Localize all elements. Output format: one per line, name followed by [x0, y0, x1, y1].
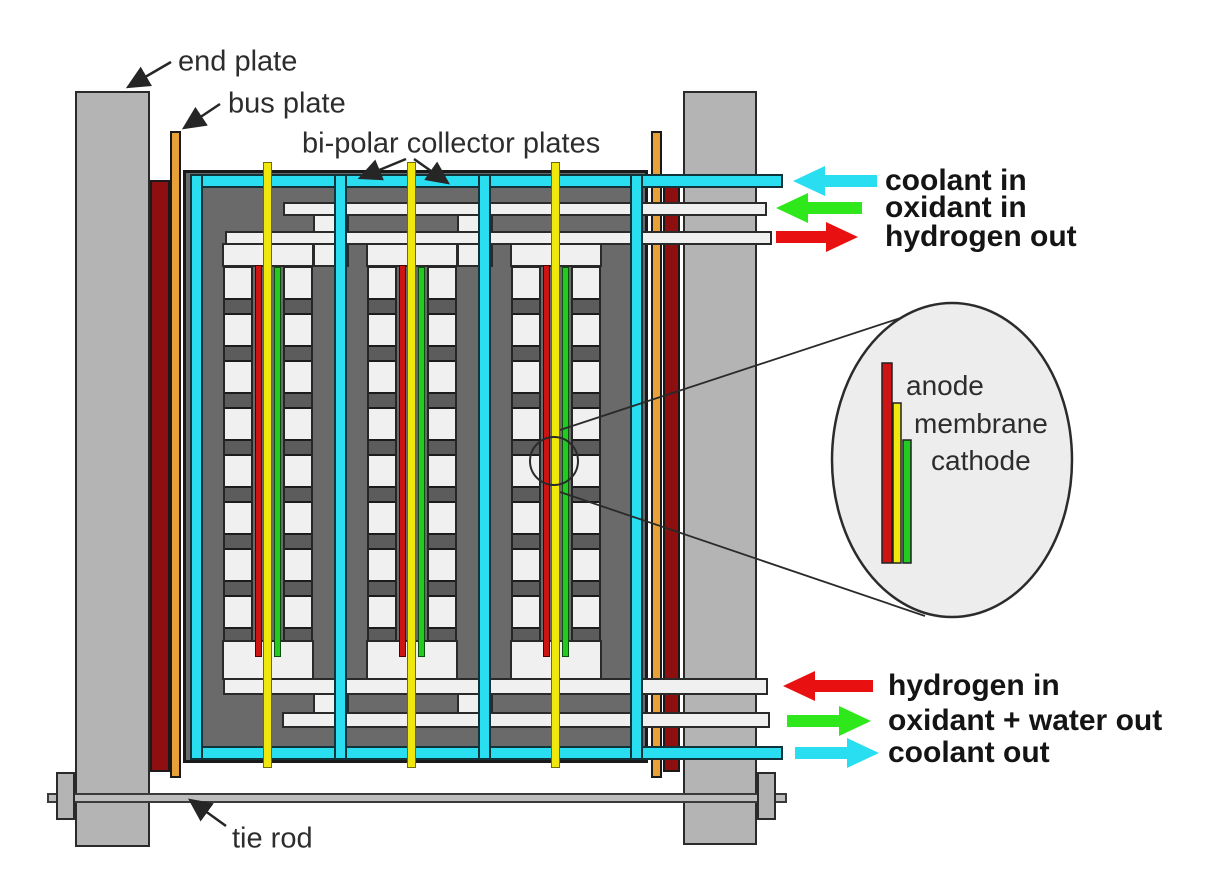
anode-label: anode	[906, 370, 984, 401]
hydrogen-manifold-bottom	[223, 678, 768, 695]
oxidant-in-label: oxidant in	[885, 191, 1027, 224]
tie-rod-label: tie rod	[232, 822, 313, 855]
oxidant-water-out-arrow	[787, 706, 871, 736]
left-end-plate	[75, 91, 150, 847]
end-plate-label: end plate	[178, 45, 298, 78]
gas-flow-channel	[511, 266, 541, 642]
bus-plate-pointer	[181, 102, 221, 130]
bipolar-plates-label: bi-polar collector plates	[302, 127, 601, 160]
coolant-channel-left	[190, 174, 203, 760]
tie-rod-nut-right	[757, 772, 776, 820]
membrane-strip	[551, 162, 560, 768]
tie-rod	[47, 793, 787, 803]
membrane-label: membrane	[914, 408, 1048, 439]
left-insulation-plate	[150, 180, 170, 772]
coolant-channel-right	[630, 174, 643, 760]
membrane-strip	[407, 162, 416, 768]
gas-flow-channel	[367, 266, 397, 642]
anode-strip	[399, 265, 406, 657]
coolant-channel-mid-2	[478, 174, 491, 760]
coolant-out-arrow	[795, 738, 879, 768]
gas-flow-channel	[571, 266, 601, 642]
oxidant-manifold-bottom	[282, 712, 770, 728]
coolant-in-arrow	[793, 166, 877, 196]
hydrogen-out-arrow	[776, 222, 858, 252]
magnifier-membrane-bar	[892, 402, 902, 564]
magnifier-cathode-bar	[902, 439, 912, 564]
membrane-strip	[263, 162, 272, 768]
gas-flow-channel	[283, 266, 313, 642]
cathode-strip	[418, 267, 425, 657]
magnifier-anode-bar	[881, 362, 893, 564]
hydrogen-in-label: hydrogen in	[888, 669, 1060, 702]
cathode-label: cathode	[931, 445, 1031, 476]
hydrogen-in-arrow	[783, 671, 873, 701]
anode-strip	[543, 265, 550, 657]
cathode-strip	[274, 267, 281, 657]
cathode-strip	[562, 267, 569, 657]
coolant-out-label: coolant out	[888, 736, 1050, 769]
hydrogen-out-label: hydrogen out	[885, 220, 1077, 253]
end-plate-pointer	[125, 60, 172, 89]
coolant-channel-mid-1	[334, 174, 347, 760]
right-bus-plate	[651, 131, 662, 778]
left-bus-plate	[170, 131, 181, 778]
hydrogen-manifold-top	[225, 231, 772, 245]
coolant-in-label: coolant in	[885, 164, 1027, 197]
tie-rod-pointer	[187, 798, 227, 828]
gas-flow-channel	[223, 266, 253, 642]
anode-strip	[255, 265, 262, 657]
tie-rod-nut-left	[56, 772, 75, 820]
bus-plate-label: bus plate	[228, 87, 346, 120]
oxidant-in-arrow	[776, 193, 862, 223]
oxidant-water-out-label: oxidant + water out	[888, 704, 1163, 737]
oxidant-manifold-top	[283, 202, 767, 216]
gas-flow-channel	[427, 266, 457, 642]
